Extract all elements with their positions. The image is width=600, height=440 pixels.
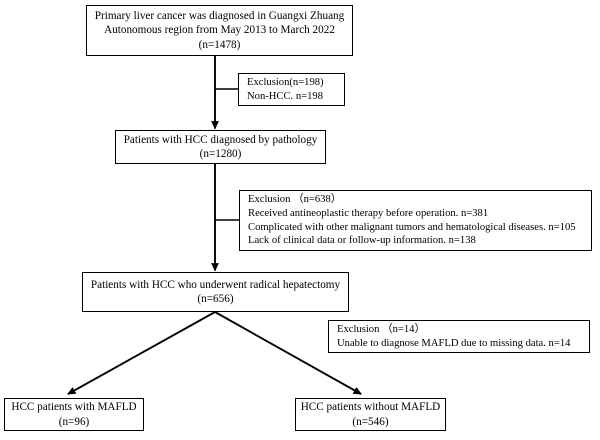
- hcc-with-mafld-label: HCC patients with MAFLD: [11, 401, 137, 414]
- exclusion-preoperative-box: Exclusion （n=638） Received antineoplasti…: [239, 190, 592, 251]
- hcc-without-mafld-box: HCC patients without MAFLD (n=546): [295, 398, 446, 431]
- exclusion-missing-mafld-title: Exclusion （n=14）: [337, 323, 426, 335]
- source-cohort-count: (n=1478): [198, 38, 241, 51]
- exclusion-preoperative-reason-1: Received antineoplastic therapy before o…: [248, 207, 489, 219]
- exclusion-preoperative-reason-3: Lack of clinical data or follow-up infor…: [248, 235, 476, 247]
- exclusion-missing-mafld-box: Exclusion （n=14） Unable to diagnose MAFL…: [328, 320, 590, 353]
- exclusion-non-hcc-box: Exclusion(n=198) Non-HCC. n=198: [238, 73, 345, 106]
- exclusion-non-hcc-title: Exclusion(n=198): [247, 76, 324, 88]
- hcc-with-mafld-count: (n=96): [58, 415, 90, 428]
- hcc-without-mafld-count: (n=546): [352, 415, 389, 428]
- exclusion-non-hcc-reason: Non-HCC. n=198: [247, 90, 324, 102]
- connector-radical-to-mafld-yes: [67, 311, 216, 395]
- source-cohort-box: Primary liver cancer was diagnosed in Gu…: [86, 5, 353, 56]
- hcc-without-mafld-label: HCC patients without MAFLD: [300, 401, 441, 414]
- hcc-by-pathology-box: Patients with HCC diagnosed by pathology…: [115, 130, 326, 164]
- radical-hepatectomy-count: (n=656): [197, 293, 234, 305]
- hcc-with-mafld-box: HCC patients with MAFLD (n=96): [4, 398, 144, 431]
- hcc-by-pathology-count: (n=1280): [199, 148, 242, 160]
- radical-hepatectomy-label: Patients with HCC who underwent radical …: [90, 278, 341, 291]
- source-cohort-line-1: Primary liver cancer was diagnosed in Gu…: [94, 10, 345, 22]
- source-cohort-line-2: Autonomous region from May 2013 to March…: [104, 24, 335, 37]
- exclusion-preoperative-title: Exclusion （n=638）: [248, 194, 342, 206]
- exclusion-preoperative-reason-2: Complicated with other malignant tumors …: [248, 221, 576, 233]
- exclusion-missing-mafld-reason: Unable to diagnose MAFLD due to missing …: [337, 337, 571, 349]
- radical-hepatectomy-box: Patients with HCC who underwent radical …: [82, 272, 349, 312]
- hcc-by-pathology-label: Patients with HCC diagnosed by pathology: [123, 133, 318, 146]
